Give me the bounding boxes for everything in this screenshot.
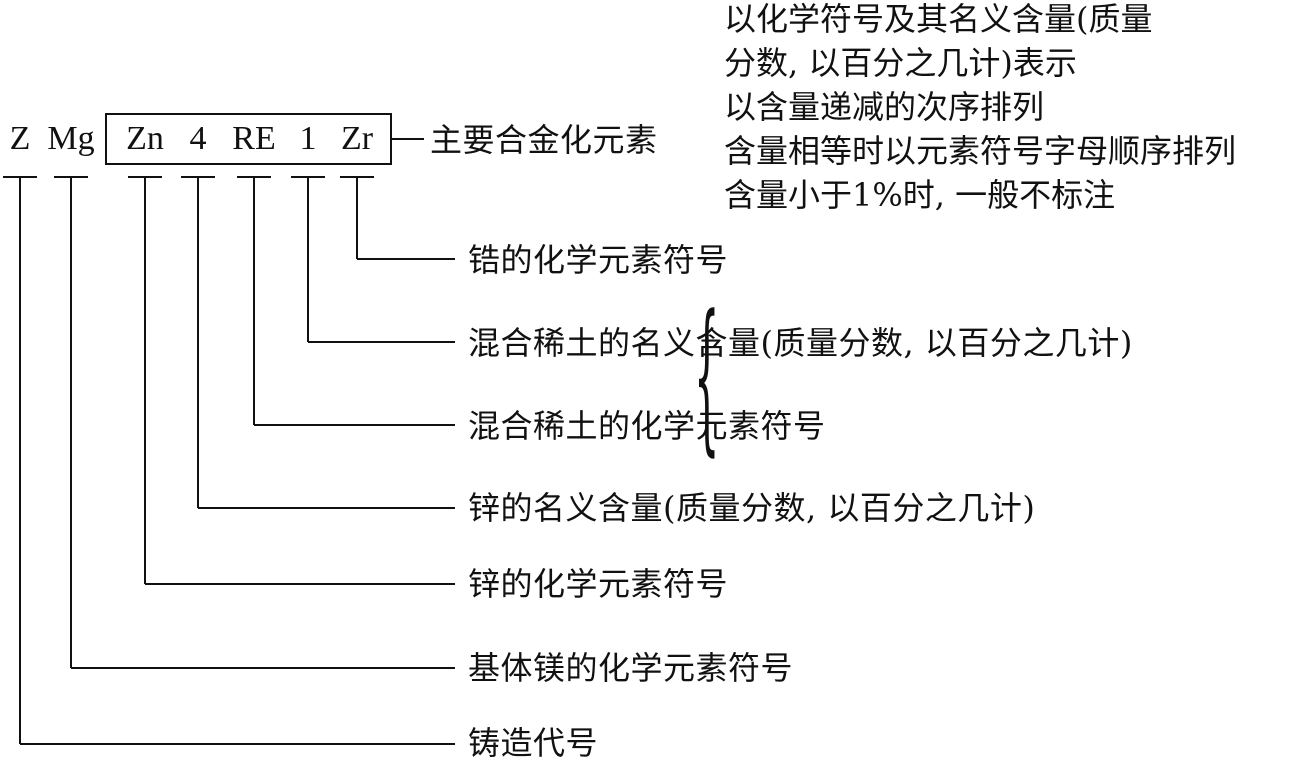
main-alloying-elements-label: 主要合金化元素	[430, 121, 658, 159]
note-line: 含量小于1%时, 一般不标注	[724, 176, 1116, 214]
curly-brace-icon: {	[694, 284, 720, 473]
token-zirconium: Zr	[340, 120, 374, 157]
token-re-content: 1	[299, 120, 317, 157]
token-casting-code: Z	[9, 120, 31, 157]
token-zinc-content: 4	[189, 120, 207, 157]
note-line: 以化学符号及其名义含量(质量	[724, 0, 1153, 38]
note-line: 分数, 以百分之几计)表示	[724, 44, 1077, 82]
callout-mg-symbol: 基体镁的化学元素符号	[468, 649, 794, 687]
token-base-magnesium: Mg	[47, 120, 95, 157]
note-line: 含量相等时以元素符号字母顺序排列	[724, 132, 1237, 170]
callout-re-content: 混合稀土的名义含量(质量分数, 以百分之几计)	[468, 324, 1133, 362]
callout-zn-content: 锌的名义含量(质量分数, 以百分之几计)	[468, 489, 1036, 527]
callout-casting-code: 铸造代号	[468, 724, 599, 762]
callout-zr-symbol: 锆的化学元素符号	[468, 241, 729, 279]
note-line: 以含量递减的次序排列	[724, 88, 1045, 126]
callout-re-symbol: 混合稀土的化学元素符号	[468, 407, 826, 445]
callout-zn-symbol: 锌的化学元素符号	[468, 565, 729, 603]
token-zinc: Zn	[126, 120, 164, 157]
token-rare-earth: RE	[232, 120, 276, 157]
